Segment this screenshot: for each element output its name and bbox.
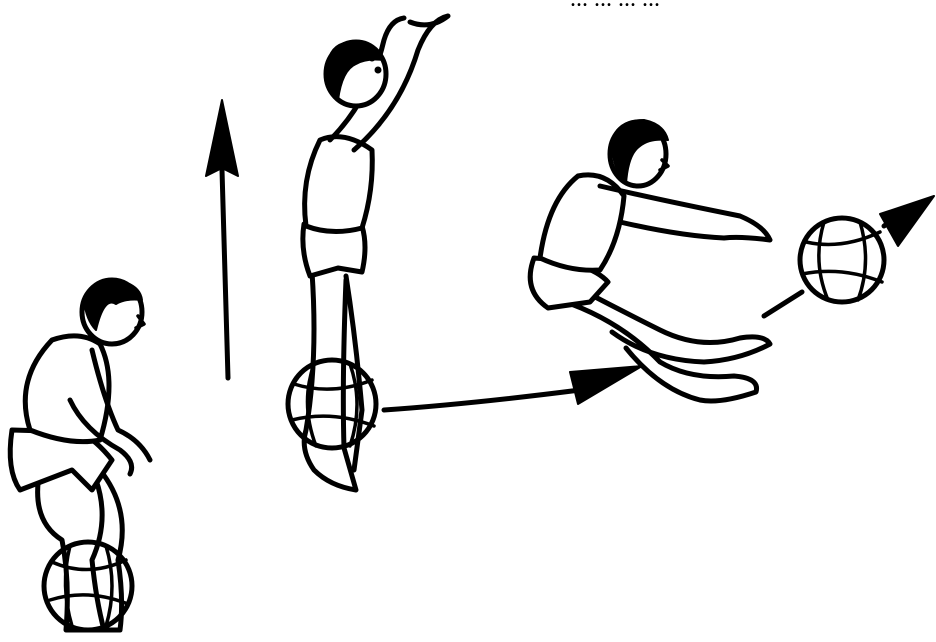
arrow-up <box>206 100 238 378</box>
arrow-forward <box>384 366 642 410</box>
ball-3 <box>800 218 884 302</box>
figure-pike <box>530 120 770 401</box>
figure-jump <box>288 16 448 490</box>
caption-text: ... ... ... ... <box>570 0 936 13</box>
figure-crouch <box>10 280 150 630</box>
